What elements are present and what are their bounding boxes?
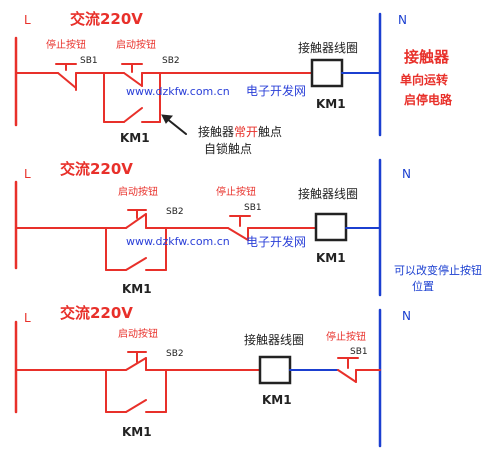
stop-button-sb1 (337, 357, 359, 383)
watermark-url-1: www.dzkfw.com.cn (126, 85, 230, 98)
sb1-label-2: SB1 (244, 203, 262, 213)
km1-coil-label-2: KM1 (316, 251, 346, 265)
stop-button-label-2: 停止按钮 (216, 185, 256, 198)
supply-label-2: 交流220V (60, 160, 133, 178)
subtitle-1: 单向运转 (400, 72, 448, 87)
start-button-label-1: 启动按钮 (116, 38, 156, 51)
km1-contact-label-1: KM1 (120, 131, 150, 145)
neutral-label-2: N (402, 167, 411, 181)
stop-button-sb1 (55, 63, 101, 91)
annotation-arrow (165, 117, 187, 135)
sb2-label-1: SB2 (162, 56, 180, 66)
arrow-head (161, 114, 174, 124)
sb2-label-3: SB2 (166, 349, 184, 359)
coil-label-2: 接触器线圈 (298, 186, 358, 201)
km1-coil-label-1: KM1 (316, 97, 346, 111)
watermark-site-2: 电子开发网 (246, 234, 306, 249)
coil-label-3: 接触器线圈 (244, 332, 304, 347)
contactor-coil-km1 (258, 355, 292, 385)
live-label-2: L (24, 167, 31, 181)
km1-contact-label-2: KM1 (122, 282, 152, 296)
note-contactor-no-contact: 接触器常开触点 (198, 124, 282, 139)
self-locking-contact-km1 (105, 227, 167, 271)
stop-button-sb1 (227, 215, 251, 241)
stop-button-label-3: 停止按钮 (326, 330, 366, 343)
note-position: 位置 (412, 279, 434, 293)
self-locking-contact-km1 (103, 72, 161, 123)
supply-label-1: 交流220V (70, 10, 143, 28)
subtitle-2: 启停电路 (404, 92, 453, 107)
self-locking-contact-km1 (105, 369, 167, 413)
title: 接触器 (404, 48, 450, 66)
circuit-1 (14, 12, 382, 137)
contactor-coil-km1 (310, 58, 344, 88)
start-button-label-2: 启动按钮 (118, 185, 158, 198)
sb1-label-1: SB1 (80, 56, 98, 66)
note-change-stop-position: 可以改变停止按钮 (394, 263, 482, 277)
contactor-coil-km1 (314, 212, 348, 242)
live-label-3: L (24, 311, 31, 325)
start-button-sb2 (125, 209, 147, 229)
km1-contact-label-3: KM1 (122, 425, 152, 439)
sb1-label-3: SB1 (350, 347, 368, 357)
sb2-label-2: SB2 (166, 207, 184, 217)
neutral-label-3: N (402, 309, 411, 323)
start-button-sb2 (99, 63, 143, 87)
neutral-label-1: N (398, 13, 407, 27)
live-label-1: L (24, 13, 31, 27)
note-self-locking: 自锁触点 (204, 141, 252, 156)
coil-label-1: 接触器线圈 (298, 40, 358, 55)
supply-label-3: 交流220V (60, 304, 133, 322)
stop-button-label-1: 停止按钮 (46, 38, 86, 51)
circuit-2 (14, 158, 382, 297)
start-button-sb2 (125, 351, 147, 371)
watermark-site-1: 电子开发网 (246, 83, 306, 98)
watermark-url-2: www.dzkfw.com.cn (126, 235, 230, 248)
circuit-3 (14, 308, 382, 448)
km1-coil-label-3: KM1 (262, 393, 292, 407)
start-button-label-3: 启动按钮 (118, 327, 158, 340)
